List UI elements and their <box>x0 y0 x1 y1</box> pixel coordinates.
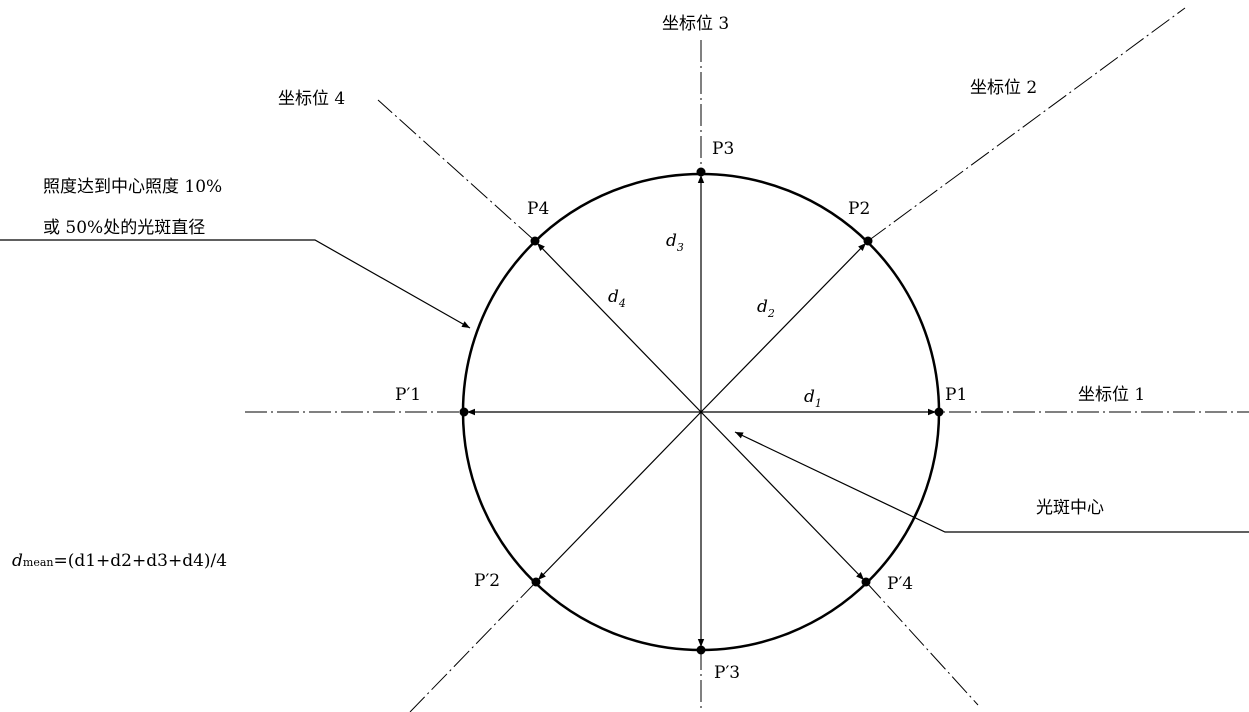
arrow-p-prime-2 <box>537 411 702 581</box>
axis-label-1: 坐标位 1 <box>1078 385 1145 405</box>
label-p1: P1 <box>945 385 967 405</box>
diameter-leader <box>0 239 471 329</box>
axis-line-4-inner <box>865 581 979 706</box>
point-p2 <box>863 236 873 246</box>
point-p3 <box>696 167 706 177</box>
label-p-prime-1: P′1 <box>395 385 421 405</box>
label-p-prime-3: P′3 <box>714 663 740 683</box>
point-p-prime-4 <box>861 577 871 587</box>
label-p-prime-2: P′2 <box>474 571 500 591</box>
point-p-prime-1 <box>459 407 469 417</box>
diameter-annotation-line2: 或 50%处的光斑直径 <box>43 218 205 238</box>
axis-line-2-inner <box>409 581 537 712</box>
point-p-prime-3 <box>696 645 706 655</box>
arrow-d2 <box>700 242 867 413</box>
axis-label-3: 坐标位 3 <box>662 14 729 34</box>
axis-line-2-outer <box>867 7 1186 242</box>
label-p3: P3 <box>712 139 734 159</box>
label-d3: d3 <box>666 231 684 254</box>
label-d2: d2 <box>757 297 775 320</box>
label-p2: P2 <box>848 199 870 219</box>
label-d4: d4 <box>608 287 626 310</box>
point-p4 <box>530 236 540 246</box>
arrow-p-prime-4 <box>700 411 865 581</box>
center-annotation: 光斑中心 <box>1036 498 1104 518</box>
label-p-prime-4: P′4 <box>887 574 913 594</box>
label-d1: d1 <box>804 387 822 410</box>
axis-label-2: 坐标位 2 <box>970 78 1037 98</box>
arrow-d4 <box>536 242 702 413</box>
diameter-annotation-line1: 照度达到中心照度 10% <box>43 177 222 197</box>
axis-line-4-outer <box>377 99 536 242</box>
mean-formula: dmean=(d1+d2+d3+d4)/4 <box>12 551 227 571</box>
label-p4: P4 <box>527 199 549 219</box>
center-leader <box>734 431 1249 533</box>
point-p-prime-2 <box>531 577 541 587</box>
axis-label-4: 坐标位 4 <box>278 89 345 109</box>
point-p1 <box>934 407 944 417</box>
